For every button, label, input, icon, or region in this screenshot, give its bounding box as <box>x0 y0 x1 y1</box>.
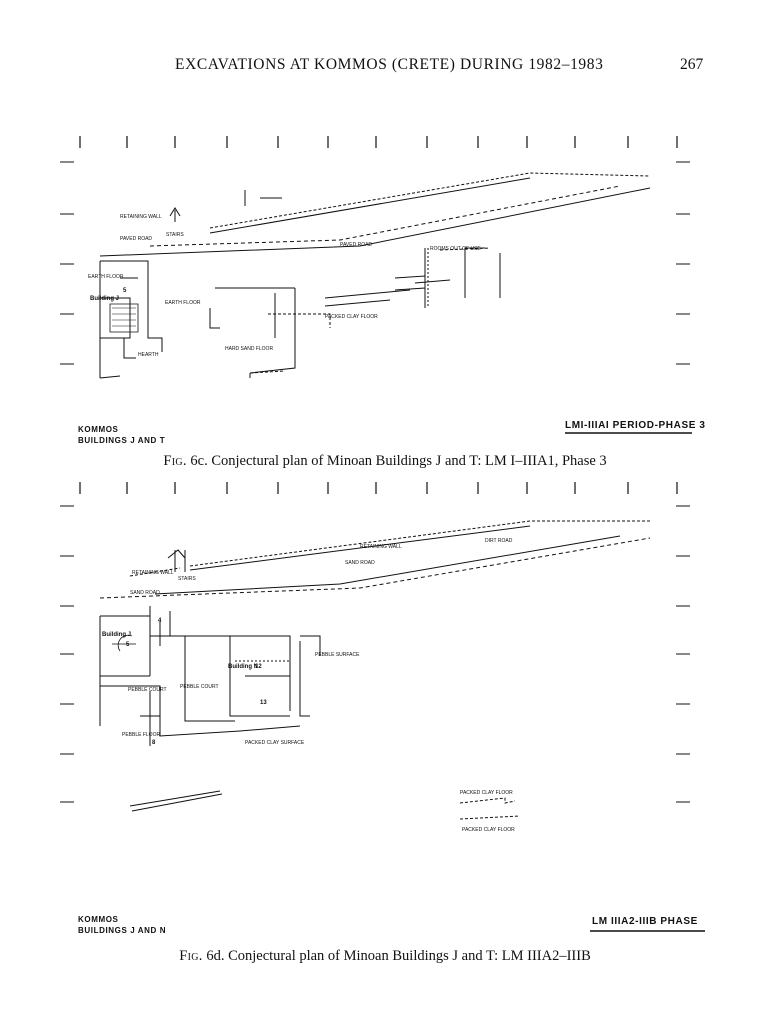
plan-label-room-4: 4 <box>158 618 162 624</box>
plan-label-sand-road-2: SAND ROAD <box>345 560 375 566</box>
plan-label-room-13: 13 <box>260 700 267 706</box>
plan-label-hearth: HEARTH <box>138 352 159 358</box>
plan-drawing-6d: Building J Building N 4 5 8 12 13 SAND R… <box>60 482 705 932</box>
running-title: EXCAVATIONS AT KOMMOS (CRETE) DURING 198… <box>175 56 604 73</box>
plan-label-packed-clay-surface: PACKED CLAY SURFACE <box>245 740 305 746</box>
plan-label-stairs: STAIRS <box>178 576 196 582</box>
plan-label-earth-floor-2: EARTH FLOOR <box>165 300 201 306</box>
plan-label-retaining-wall: RETAINING WALL <box>132 570 174 576</box>
site-label-6c: KOMMOS BUILDINGS J AND T <box>78 425 166 445</box>
plan-label-packed-clay-floor: PACKED CLAY FLOOR <box>460 790 513 796</box>
plan-label-sand-road: SAND ROAD <box>130 590 160 596</box>
running-header: EXCAVATIONS AT KOMMOS (CRETE) DURING 198… <box>0 56 770 80</box>
plan-label-paved-road-2: PAVED ROAD <box>340 242 372 248</box>
plan-label-building-n: Building N <box>228 664 258 670</box>
phase-title-6c: LMI-IIIAI PERIOD-PHASE 3 <box>565 420 706 431</box>
plan-label-packed-clay-floor: PACKED CLAY FLOOR <box>325 314 378 320</box>
plan-label-retaining-wall: RETAINING WALL <box>120 214 162 220</box>
plan-label-earth-floor: EARTH FLOOR <box>88 274 124 280</box>
figure-6d-plan: Building J Building N 4 5 8 12 13 SAND R… <box>60 476 720 946</box>
figure-6c-plan: EARTH FLOOR Building J 5 PAVED ROAD PAVE… <box>60 128 720 446</box>
plan-label-pebble-court-2: PEBBLE COURT <box>180 684 219 690</box>
plan-label-room-8: 8 <box>152 740 156 746</box>
plan-label-paved-road: PAVED ROAD <box>120 236 152 242</box>
figure-caption-6d: Fig. 6d. Conjectural plan of Minoan Buil… <box>179 948 591 964</box>
phase-title-6d: LM IIIA2-IIIB PHASE <box>592 916 698 927</box>
plan-label-room-5: 5 <box>126 642 130 648</box>
plan-label-room-5: 5 <box>123 288 127 294</box>
plan-drawing-6c: EARTH FLOOR Building J 5 PAVED ROAD PAVE… <box>60 136 692 434</box>
plan-label-rooms-out-of-use: ROOMS OUT OF USE <box>430 246 481 252</box>
plan-label-packed-clay-floor-2: PACKED CLAY FLOOR <box>462 827 515 833</box>
figure-caption-6c: Fig. 6c. Conjectural plan of Minoan Buil… <box>163 453 607 469</box>
page-number: 267 <box>680 56 704 73</box>
plan-label-hard-sand-floor: HARD SAND FLOOR <box>225 346 273 352</box>
plan-label-dirt-road: DIRT ROAD <box>485 538 513 544</box>
plan-label-pebble-surface: PEBBLE SURFACE <box>315 652 360 658</box>
site-label-6d: KOMMOS BUILDINGS J AND N <box>78 915 167 935</box>
plan-label-building-j: Building J <box>90 296 119 302</box>
plan-label-pebble-court: PEBBLE COURT <box>128 687 167 693</box>
plan-label-stairs: STAIRS <box>166 232 184 238</box>
plan-label-retaining-wall-2: RETAINING WALL <box>360 544 402 550</box>
plan-label-pebble-floor: PEBBLE FLOOR <box>122 732 160 738</box>
plan-label-room-12: 12 <box>255 664 262 670</box>
plan-label-building-j: Building J <box>102 632 131 638</box>
